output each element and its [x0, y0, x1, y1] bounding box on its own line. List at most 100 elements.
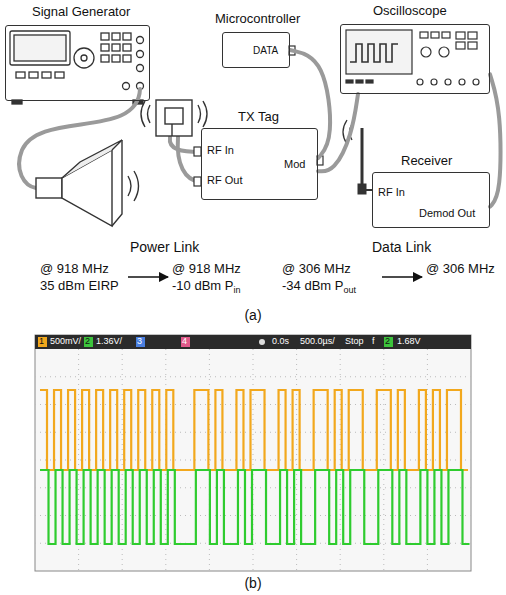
- oscilloscope-face-part: [439, 47, 449, 57]
- oscilloscope-face-part: [346, 30, 412, 74]
- microcontroller-box: MicrocontrollerDATA: [222, 32, 290, 68]
- oscilloscope-face-part: [456, 32, 465, 39]
- subscript: in: [233, 286, 240, 296]
- patch-antenna-part: [171, 124, 172, 136]
- keypad-part: [112, 55, 120, 62]
- oscilloscope-face: [346, 30, 479, 85]
- port-label: Demod Out: [419, 207, 475, 219]
- soft-keys: [16, 72, 64, 78]
- ports-part: [123, 83, 130, 90]
- keypad-part: [123, 44, 131, 51]
- ports-part: [137, 37, 144, 44]
- signal-generator-part: [74, 48, 94, 68]
- keypad-part: [101, 44, 109, 51]
- tx-pins-part: [194, 147, 201, 156]
- scope-screenshot-part: [181, 337, 190, 347]
- channel-number: 2: [385, 337, 390, 347]
- keypad-part: [112, 33, 120, 40]
- frequency: @ 918 MHz: [40, 262, 109, 276]
- oscilloscope-face-part: [346, 80, 353, 83]
- horn-antenna: [36, 140, 139, 226]
- device-title: TX Tag: [238, 110, 279, 124]
- keypad-part: [112, 44, 120, 51]
- scope-grid-part: [35, 376, 471, 377]
- link-arrows-part: [128, 276, 168, 278]
- signal-generator-part: [14, 35, 66, 61]
- oscilloscope-face-part: [468, 42, 477, 49]
- patch-antenna: [141, 100, 207, 136]
- oscilloscope-face-part: [459, 79, 465, 85]
- oscilloscope-face-part: [456, 42, 465, 49]
- oscilloscope-face-part: [417, 79, 423, 85]
- trigger-edge: f: [372, 337, 375, 347]
- oscilloscope-face-part: [421, 47, 431, 57]
- device-title: Signal Generator: [32, 5, 130, 19]
- keypad-part: [123, 55, 131, 62]
- oscilloscope-face-part: [356, 80, 363, 83]
- power-level: -34 dBm P: [282, 279, 343, 293]
- horn-antenna-part: [112, 140, 122, 226]
- channel-number: 1: [39, 337, 44, 347]
- cable: [490, 74, 501, 206]
- frequency: @ 306 MHz: [282, 262, 351, 276]
- scope-screenshot: [35, 335, 471, 571]
- horn-antenna-part: [128, 171, 139, 201]
- cables-part: [178, 137, 200, 182]
- ports-part: [137, 51, 144, 58]
- keypad: [101, 33, 131, 62]
- device-title: Microcontroller: [215, 12, 300, 26]
- device-title: Receiver: [401, 154, 452, 168]
- time-scale: 500.0µs/: [300, 337, 335, 347]
- oscilloscope-face-part: [445, 79, 451, 85]
- link-name: Power Link: [130, 240, 199, 255]
- scope-traces-part: [40, 390, 468, 470]
- signal-generator-box: Signal Generator: [5, 25, 150, 101]
- scope-screenshot-part: [384, 337, 393, 347]
- frequency: @ 918 MHz: [172, 262, 241, 276]
- channel-number: 4: [182, 337, 187, 347]
- soft-keys-part: [55, 72, 64, 78]
- scope-grid-part: [78, 349, 79, 571]
- port-label: RF In: [378, 186, 405, 198]
- patch-antenna-part: [165, 108, 183, 124]
- frequency: @ 306 MHz: [426, 262, 495, 276]
- power-level: 35 dBm EIRP: [40, 279, 119, 293]
- signal-generator-part: [10, 31, 70, 65]
- horn-antenna-part: [36, 178, 62, 198]
- oscilloscope-face-part: [473, 79, 479, 85]
- keypad-part: [101, 33, 109, 40]
- oscilloscope-face-part: [420, 32, 428, 38]
- oscilloscope-face-part: [350, 44, 398, 62]
- whip-antenna-part: [366, 189, 372, 191]
- scope-grid: [35, 349, 471, 571]
- scope-grid-part: [296, 349, 297, 571]
- receiver-box: ReceiverRF InDemod Out: [372, 172, 490, 228]
- scope-traces: [40, 390, 470, 544]
- oscilloscope-box: Oscilloscope: [340, 24, 490, 94]
- soft-keys-part: [42, 72, 51, 78]
- whip-antenna-part: [361, 128, 364, 186]
- ports: [123, 37, 144, 90]
- keypad-part: [101, 55, 109, 62]
- panel-label: (a): [244, 308, 261, 323]
- run-state: Stop: [345, 337, 364, 347]
- tx-tag-box: TX TagRF InRF OutMod: [201, 128, 318, 200]
- whip-antenna: [343, 120, 372, 194]
- scale-value: 500mV/: [50, 337, 81, 347]
- keypad-part: [123, 33, 131, 40]
- cable: [318, 94, 358, 171]
- oscilloscope-face-part: [366, 80, 373, 83]
- subscript: out: [343, 286, 356, 296]
- ports-part: [137, 65, 144, 72]
- signal-generator: [10, 31, 144, 104]
- horn-antenna-part: [62, 140, 122, 178]
- scope-screenshot-part: [35, 335, 471, 349]
- tx-pins: [194, 147, 323, 186]
- oscilloscope-face-part: [468, 32, 477, 39]
- soft-keys-part: [29, 72, 38, 78]
- scope-screenshot-part: [35, 335, 471, 571]
- cable: [290, 50, 330, 158]
- power-level: -10 dBm P: [172, 279, 233, 293]
